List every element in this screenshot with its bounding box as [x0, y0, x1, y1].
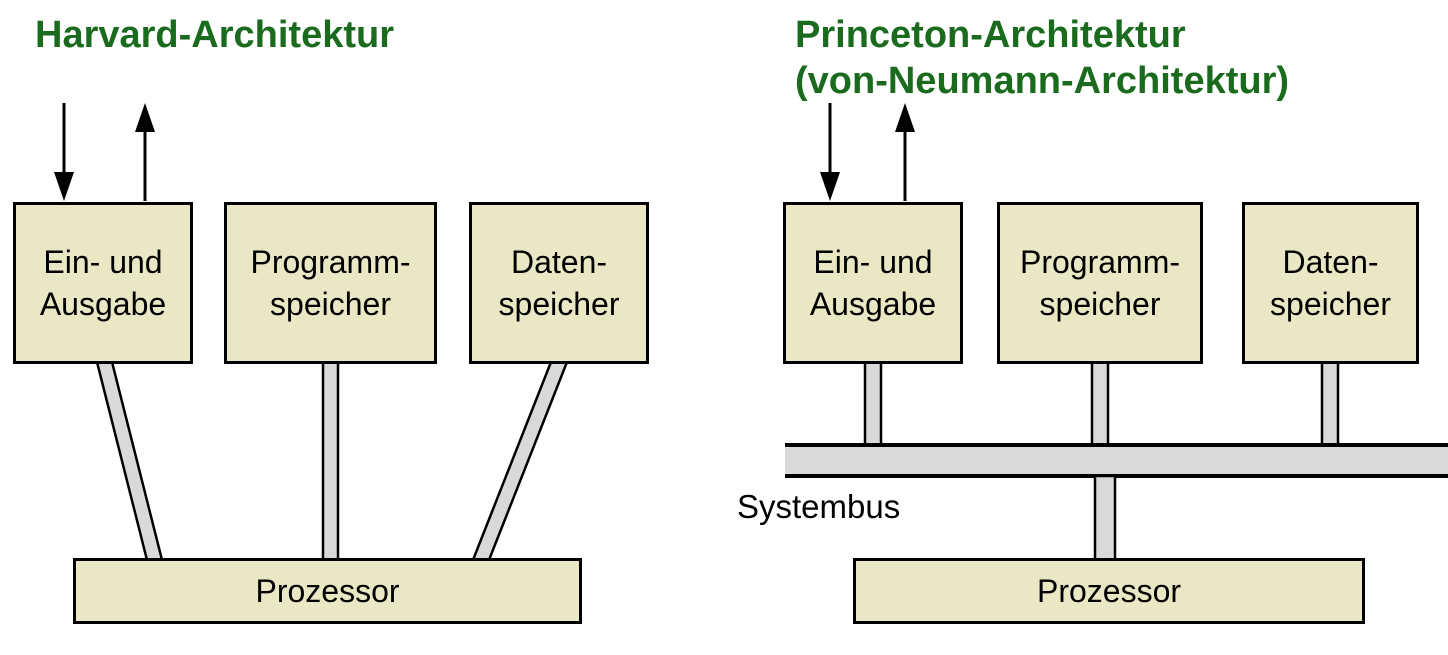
box-io-right: Ein- und Ausgabe: [783, 202, 963, 364]
output-arrow-right: [895, 103, 915, 201]
princeton-title-line1: Princeton-Architektur: [795, 14, 1186, 56]
box-label: Daten- speicher: [498, 243, 620, 322]
box-program-left: Programm- speicher: [224, 202, 437, 364]
systembus-top-border: [785, 443, 1448, 447]
arrow-down-head-icon: [820, 172, 840, 201]
connector-io-to-bus: [863, 360, 883, 449]
connector-bus-to-processor: [1093, 474, 1117, 562]
box-label: Ein- und Ausgabe: [39, 243, 167, 322]
connector-io-to-processor-left: [95, 360, 164, 562]
connector-program-to-bus: [1090, 360, 1110, 449]
connector-data-to-processor-left: [471, 360, 569, 562]
systembus-bottom-border: [785, 474, 1448, 478]
box-label: Ein- und Ausgabe: [809, 243, 937, 322]
arrow-up-head-icon: [135, 103, 155, 132]
systembus-label: Systembus: [737, 488, 901, 525]
box-processor-left: Prozessor: [73, 558, 582, 624]
box-processor-right: Prozessor: [853, 558, 1365, 624]
box-label: Programm- speicher: [250, 243, 411, 322]
box-program-right: Programm- speicher: [997, 202, 1203, 364]
input-arrow-left: [54, 103, 74, 201]
systembus-bar: [785, 447, 1448, 474]
box-label: Prozessor: [1036, 572, 1182, 609]
box-label: Prozessor: [255, 572, 400, 609]
connector-data-to-bus: [1320, 360, 1340, 449]
input-arrow-right: [820, 103, 840, 201]
connector-program-to-processor-left: [321, 360, 340, 562]
output-arrow-left: [135, 103, 155, 201]
princeton-title-line2: (von-Neumann-Architektur): [795, 60, 1290, 102]
box-io-left: Ein- und Ausgabe: [13, 202, 193, 364]
arrow-down-head-icon: [54, 172, 74, 201]
box-label: Daten- speicher: [1270, 243, 1391, 322]
arrow-up-head-icon: [895, 103, 915, 132]
box-label: Programm- speicher: [1019, 243, 1180, 322]
princeton-title: Princeton-Architektur (von-Neumann-Archi…: [795, 12, 1289, 104]
box-data-left: Daten- speicher: [469, 202, 649, 364]
box-data-right: Daten- speicher: [1242, 202, 1419, 364]
harvard-title: Harvard-Architektur: [35, 14, 394, 56]
